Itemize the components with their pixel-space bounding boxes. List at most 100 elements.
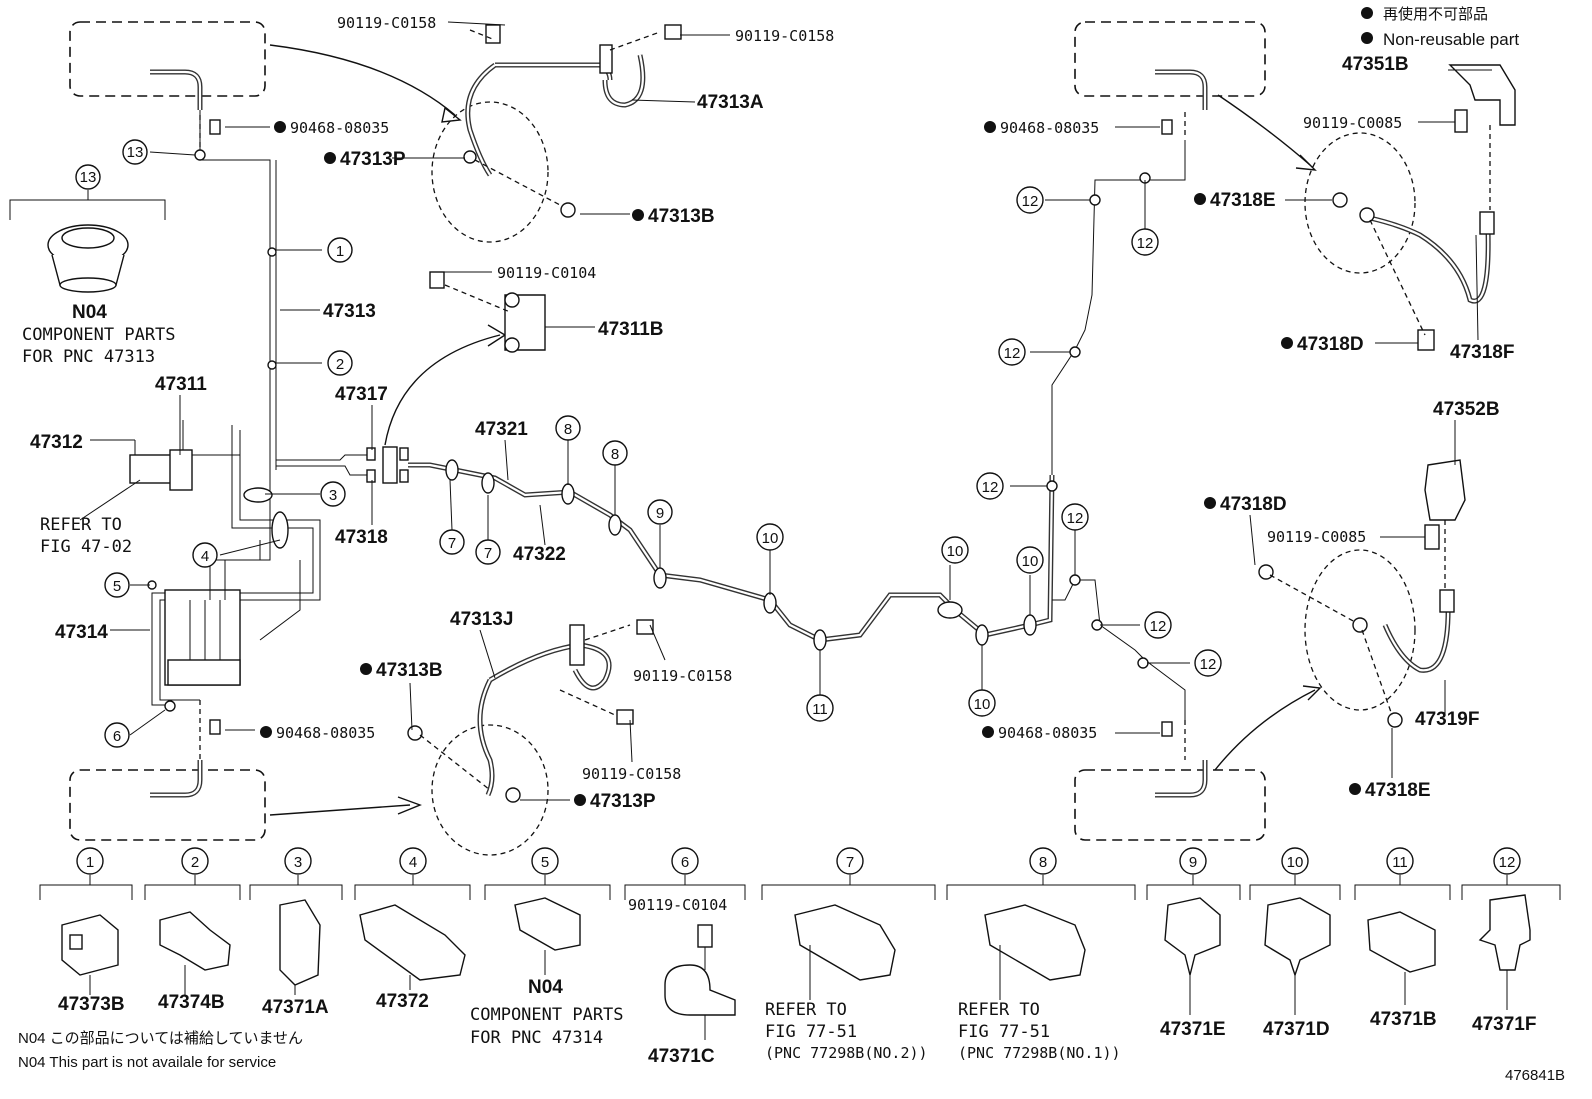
bolt-icon — [407, 725, 423, 741]
clip-4 — [271, 511, 289, 549]
pn-47373b: 47373B — [58, 994, 125, 1015]
detail-rr-circle — [1304, 549, 1416, 711]
pn-47318f: 47318F — [1450, 342, 1514, 363]
circle-label: 10 — [762, 530, 779, 547]
clip-47371a-icon — [279, 899, 321, 986]
note-jp: N04 この部品については補給していません — [18, 1030, 303, 1047]
circled-numbers: 13 13 1 2 3 4 5 6 7 7 8 8 9 10 11 10 10 … — [75, 139, 1222, 748]
clip-47373b-icon — [61, 914, 119, 976]
refer-fig-7: FIG 77-51 — [765, 1022, 857, 1042]
pn-47318d: 47318D — [1220, 494, 1287, 515]
clip-47371d-icon — [1264, 897, 1331, 978]
bolt-icon — [429, 271, 445, 289]
tube-fl — [150, 69, 203, 110]
bottom-num: 12 — [1499, 854, 1516, 871]
circle-label: 5 — [113, 578, 121, 595]
pn-90119-c0158: 90119-C0158 — [337, 14, 436, 32]
clamp-47311b-icon — [504, 294, 546, 351]
bottom-num: 9 — [1189, 854, 1197, 871]
n04-line2: FOR PNC 47313 — [22, 347, 155, 367]
pn-47313j: 47313J — [450, 609, 513, 630]
pn-90119-c0085: 90119-C0085 — [1303, 114, 1402, 132]
bracket-47352b-icon — [1424, 459, 1466, 521]
pn-47317: 47317 — [335, 384, 388, 405]
circle-label: 12 — [1137, 235, 1154, 252]
master-cylinder-body-icon — [169, 449, 193, 491]
legend-dot-icon — [1361, 7, 1373, 19]
fitting-icon — [1479, 211, 1495, 235]
bolt-icon — [636, 619, 654, 635]
pn-90468-08035: 90468-08035 — [1000, 119, 1099, 137]
bolt-icon — [1258, 564, 1274, 580]
line-47314 — [159, 430, 321, 701]
line-nodes — [147, 149, 1151, 712]
bracket-47351b-icon — [1448, 64, 1516, 126]
circle-label: 4 — [201, 548, 209, 565]
pn-47372: 47372 — [376, 991, 429, 1012]
clip-47371b-icon — [1367, 911, 1436, 973]
bottom-num: 6 — [681, 854, 689, 871]
clip-90468-icon — [1161, 721, 1173, 737]
tube-rr — [1155, 760, 1208, 798]
arrow-fr — [1217, 94, 1311, 166]
bottom-num: 8 — [1039, 854, 1047, 871]
clip-90468-icon — [209, 719, 221, 735]
union-47318 — [366, 469, 376, 483]
arrow-rr — [1214, 689, 1316, 771]
clip-3 — [243, 487, 273, 503]
pn-90119-c0085: 90119-C0085 — [1267, 528, 1366, 546]
circle-label: 9 — [656, 505, 664, 522]
pn-47318e: 47318E — [1210, 190, 1276, 211]
circle-label: 6 — [113, 728, 121, 745]
circle-label: 11 — [812, 701, 828, 718]
n04-line1: COMPONENT PARTS — [22, 325, 176, 345]
pn-90468-08035: 90468-08035 — [998, 724, 1097, 742]
union-body — [382, 446, 398, 484]
clip-47372-icon — [359, 904, 466, 981]
bottom-parts-row: 1 2 3 4 5 6 7 8 9 10 11 12 47373B 47374B… — [39, 847, 1561, 1067]
washer-icon — [505, 787, 521, 803]
union-47317 — [366, 447, 376, 461]
circle-label: 7 — [448, 535, 456, 552]
n04-pnc: FOR PNC 47314 — [470, 1028, 603, 1048]
circle-label: 10 — [1022, 553, 1039, 570]
washer-icon — [463, 150, 477, 164]
pn-47318: 47318 — [335, 527, 388, 548]
clip-47374b-icon — [159, 911, 231, 971]
circle-label: 12 — [1004, 345, 1021, 362]
detail-fr-circle — [1304, 132, 1416, 274]
legend-en: Non-reusable part — [1383, 30, 1519, 49]
pn-47311: 47311 — [155, 374, 207, 395]
tube-rl — [150, 760, 203, 798]
bolt-icon — [616, 709, 634, 725]
union-icon — [1352, 617, 1368, 633]
pn-47374b: 47374B — [158, 992, 225, 1013]
union-icon — [1359, 207, 1375, 223]
circle-label: 12 — [1067, 510, 1084, 527]
pn-47313a: 47313A — [697, 92, 764, 113]
refer-to-7: REFER TO — [765, 1000, 847, 1020]
clip-47371e-icon — [1164, 897, 1221, 976]
bottom-num: 7 — [846, 854, 854, 871]
bracket-icon — [599, 44, 613, 74]
bottom-num: 3 — [294, 854, 302, 871]
pn-47371c: 47371C — [648, 1046, 715, 1067]
callouts: 90119-C0158 90119-C0158 47313A 90468-080… — [22, 14, 1514, 812]
refer-to-8: REFER TO — [958, 1000, 1040, 1020]
pn-90119-c0158: 90119-C0158 — [735, 27, 834, 45]
washer-icon — [1387, 712, 1403, 728]
refer-fig-8: FIG 77-51 — [958, 1022, 1050, 1042]
clip-47371f-icon — [1478, 894, 1531, 971]
rear-left-wheel-box — [69, 769, 266, 841]
pn-47319f: 47319F — [1415, 709, 1479, 730]
circle-label: 8 — [611, 446, 619, 463]
pn-47313p: 47313P — [340, 149, 406, 170]
bolt-icon — [1424, 524, 1440, 550]
circle-label: 12 — [1150, 618, 1167, 635]
detail-fl-circle — [431, 101, 549, 243]
tube-clips — [445, 459, 1037, 651]
bottom-num: 11 — [1392, 854, 1408, 871]
tube-fr — [1155, 69, 1208, 110]
